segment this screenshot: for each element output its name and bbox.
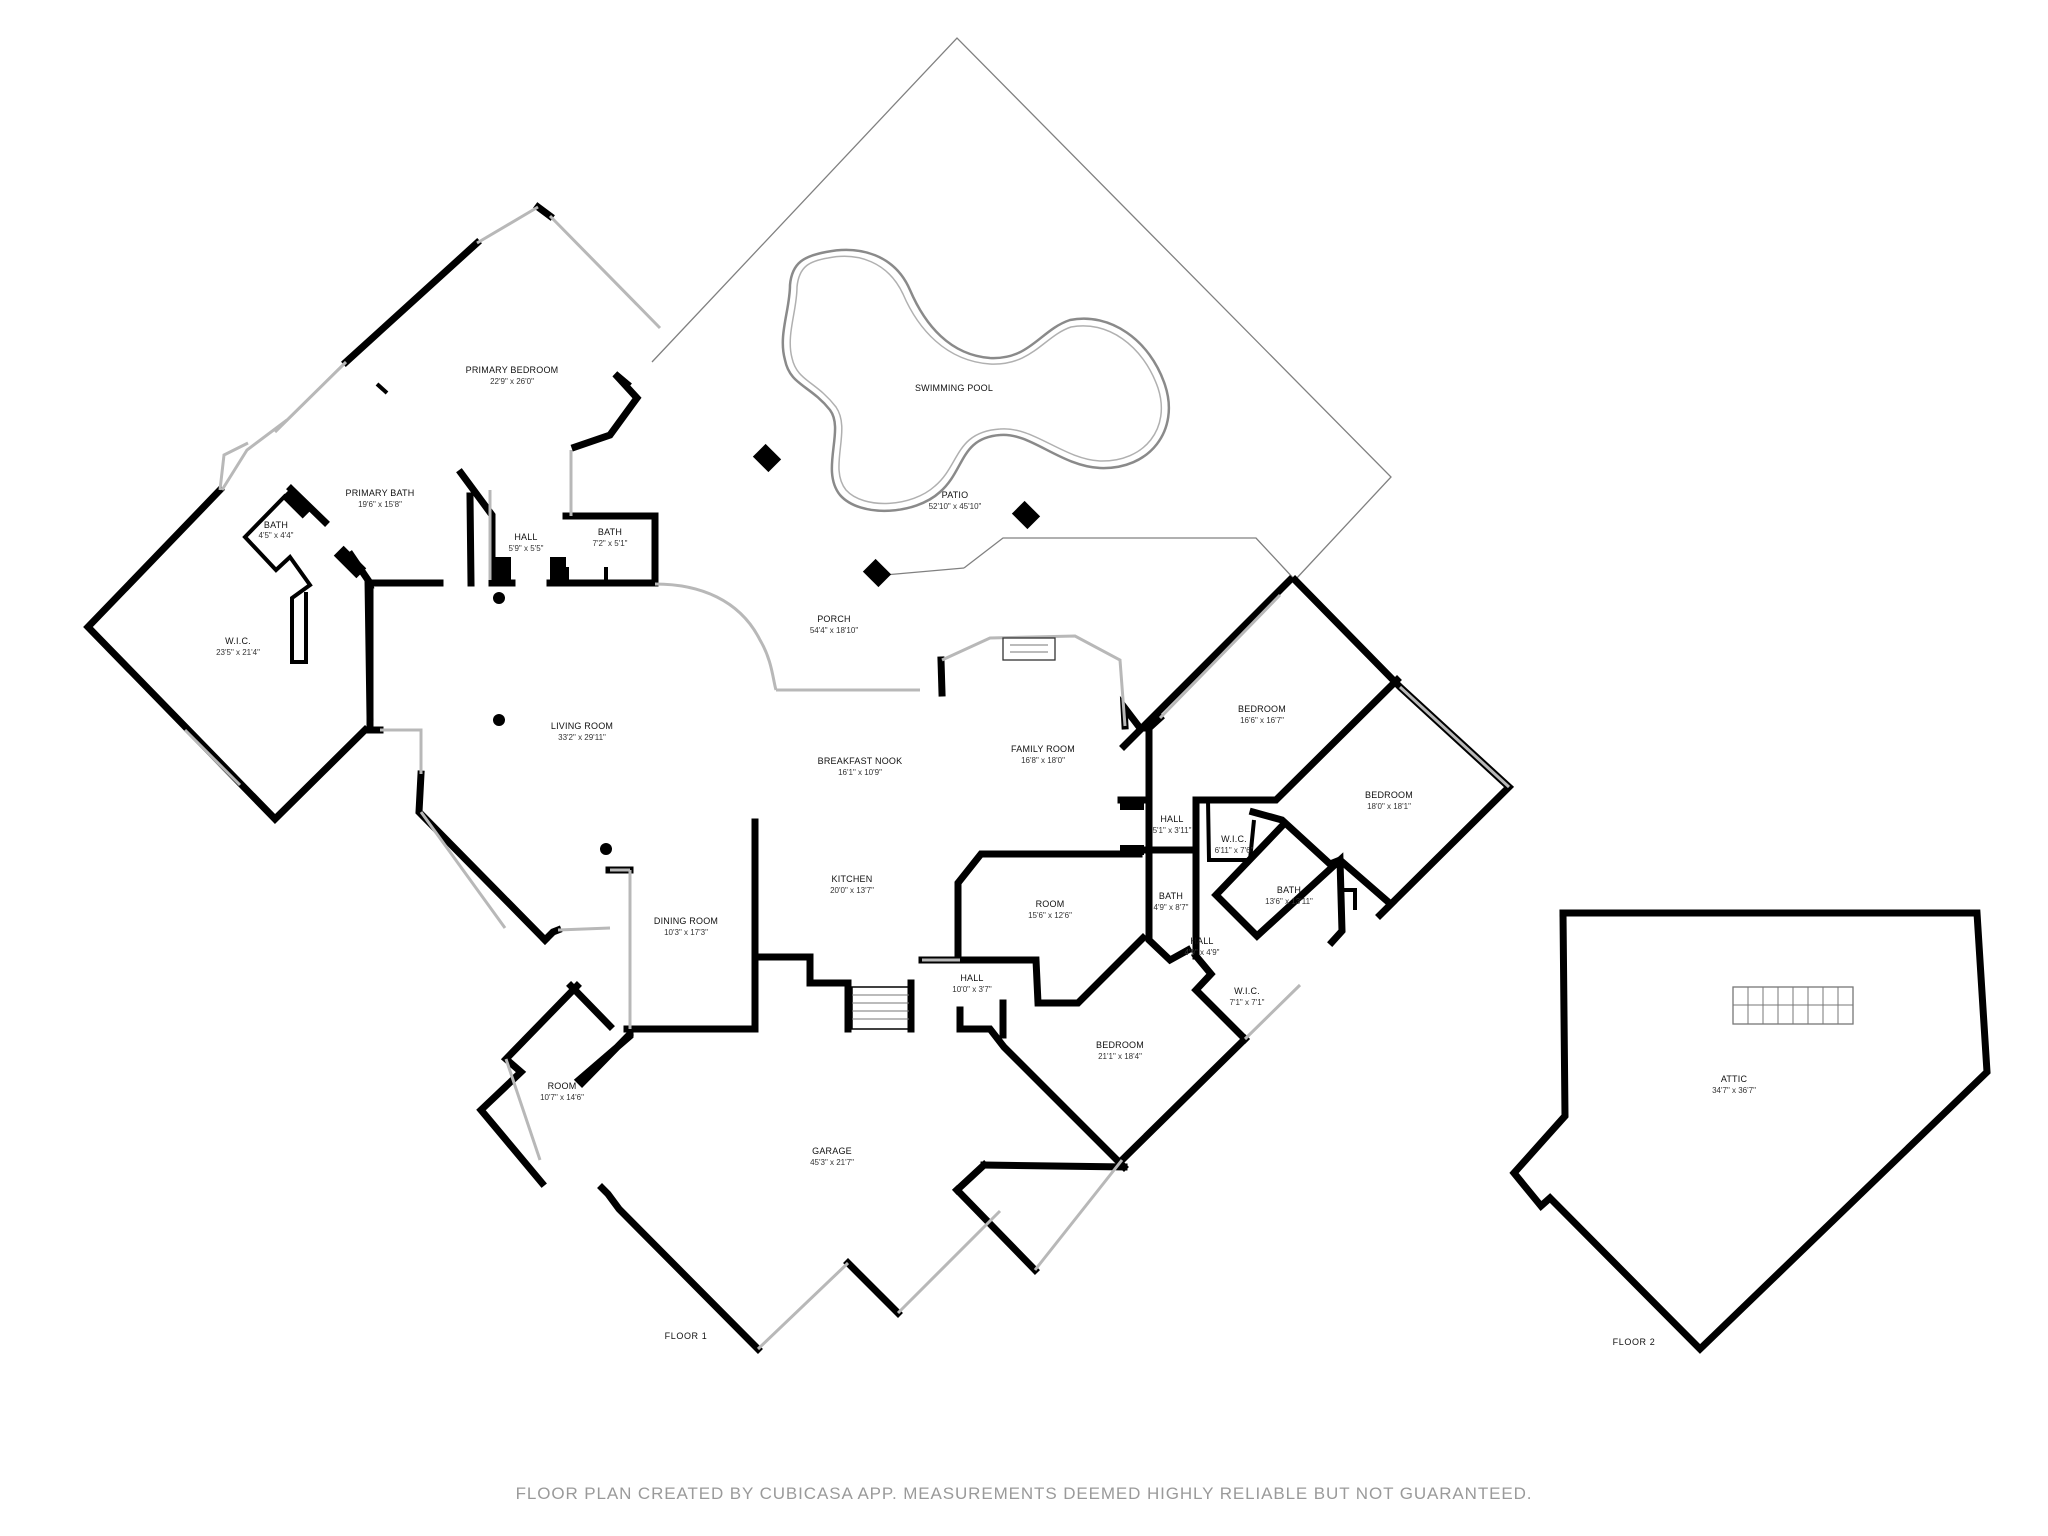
floor-1-label: FLOOR 1: [665, 1331, 708, 1341]
room-label-hall-4: HALL 10'0" x 3'7": [952, 973, 992, 994]
room-name: DINING ROOM: [654, 916, 718, 926]
patio-outline: [651, 37, 1392, 581]
room-label-bedroom-3: BEDROOM 21'1" x 18'4": [1096, 1040, 1144, 1061]
room-dimensions: 4'9" x 4'9": [1185, 948, 1220, 957]
room-name: ATTIC: [1721, 1074, 1748, 1084]
room-name: BATH: [1277, 885, 1301, 895]
room-dimensions: 10'0" x 3'7": [952, 985, 992, 994]
room-label-swimming-pool: SWIMMING POOL: [915, 383, 993, 393]
room-label-bedroom-2: BEDROOM 18'0" x 18'1": [1365, 790, 1413, 811]
floor-1-columns: [281, 443, 1041, 855]
room-name: KITCHEN: [832, 874, 873, 884]
room-label-primary-bedroom: PRIMARY BEDROOM 22'9" x 26'0": [466, 365, 559, 386]
room-dimensions: 19'6" x 15'8": [358, 500, 402, 509]
room-label-living-room: LIVING ROOM 33'2" x 29'11": [551, 721, 613, 742]
room-name: SWIMMING POOL: [915, 383, 993, 393]
room-name: BEDROOM: [1238, 704, 1286, 714]
room-label-bedroom-1: BEDROOM 16'6" x 16'7": [1238, 704, 1286, 725]
room-name: LIVING ROOM: [551, 721, 613, 731]
room-label-room-1: ROOM 15'6" x 12'6": [1028, 899, 1072, 920]
room-dimensions: 34'7" x 36'7": [1712, 1086, 1756, 1095]
room-dimensions: 16'1" x 10'9": [838, 768, 882, 777]
room-dimensions: 4'5" x 4'4": [259, 531, 294, 540]
room-label-attic: ATTIC 34'7" x 36'7": [1712, 1074, 1756, 1095]
room-name: BATH: [598, 527, 622, 537]
room-label-family-room: FAMILY ROOM 16'8" x 18'0": [1011, 744, 1075, 765]
room-dimensions: 21'1" x 18'4": [1098, 1052, 1142, 1061]
room-dimensions: 54'4" x 18'10": [810, 626, 858, 635]
disclaimer-footer: FLOOR PLAN CREATED BY CUBICASA APP. MEAS…: [515, 1484, 1533, 1503]
room-label-hall-1: HALL 5'9" x 5'5": [509, 532, 544, 553]
room-dimensions: 10'3" x 17'3": [664, 928, 708, 937]
room-dimensions: 7'1" x 7'1": [1230, 998, 1265, 1007]
room-name: BREAKFAST NOOK: [818, 756, 903, 766]
room-label-garage: GARAGE 45'3" x 21'7": [810, 1146, 854, 1167]
room-label-wic-2: W.I.C. 6'11" x 7'6": [1215, 834, 1254, 855]
room-name: PATIO: [942, 490, 969, 500]
room-name: W.I.C.: [225, 636, 251, 646]
room-name: HALL: [514, 532, 537, 542]
room-name: HALL: [1190, 936, 1213, 946]
room-label-bath-3: BATH 13'6" x 13'11": [1265, 885, 1313, 906]
room-dimensions: 45'3" x 21'7": [810, 1158, 854, 1167]
room-dimensions: 5'1" x 3'11": [1153, 826, 1192, 835]
swimming-pool: [781, 248, 1171, 513]
room-dimensions: 7'2" x 5'1": [593, 539, 628, 548]
room-label-wic-primary: W.I.C. 23'5" x 21'4": [216, 636, 260, 657]
room-label-porch: PORCH 54'4" x 18'10": [810, 614, 858, 635]
room-name: GARAGE: [812, 1146, 852, 1156]
room-name: PRIMARY BEDROOM: [466, 365, 559, 375]
room-dimensions: 13'6" x 13'11": [1265, 897, 1313, 906]
room-dimensions: 6'11" x 7'6": [1215, 846, 1254, 855]
room-label-bath-small: BATH 4'5" x 4'4": [259, 520, 294, 540]
floor-2-walls: [1509, 909, 1991, 1354]
room-label-bath-2: BATH 7'2" x 5'1": [593, 527, 628, 548]
room-label-dining-room: DINING ROOM 10'3" x 17'3": [654, 916, 718, 937]
room-label-breakfast-nook: BREAKFAST NOOK 16'1" x 10'9": [818, 756, 903, 777]
room-dimensions: 15'6" x 12'6": [1028, 911, 1072, 920]
room-name: W.I.C.: [1234, 986, 1260, 996]
room-dimensions: 33'2" x 29'11": [558, 733, 606, 742]
room-dimensions: 10'7" x 14'6": [540, 1093, 584, 1102]
room-label-patio: PATIO 52'10" x 45'10": [929, 490, 982, 511]
room-name: W.I.C.: [1221, 834, 1247, 844]
room-name: ROOM: [1036, 899, 1065, 909]
room-dimensions: 23'5" x 21'4": [216, 648, 260, 657]
room-dimensions: 22'9" x 26'0": [490, 377, 534, 386]
room-dimensions: 16'8" x 18'0": [1021, 756, 1065, 765]
room-name: FAMILY ROOM: [1011, 744, 1075, 754]
room-dimensions: 16'6" x 16'7": [1240, 716, 1284, 725]
room-dimensions: 4'9" x 8'7": [1154, 903, 1189, 912]
room-label-wic-3: W.I.C. 7'1" x 7'1": [1230, 986, 1265, 1007]
room-label-kitchen: KITCHEN 20'0" x 13'7": [830, 874, 874, 895]
floor-1-walls: [83, 202, 1515, 1354]
room-name: HALL: [1160, 814, 1183, 824]
room-name: ROOM: [548, 1081, 577, 1091]
room-label-hall-3: HALL 4'9" x 4'9": [1185, 936, 1220, 957]
room-dimensions: 5'9" x 5'5": [509, 544, 544, 553]
room-label-bath-4: BATH 4'9" x 8'7": [1154, 891, 1189, 912]
room-dimensions: 52'10" x 45'10": [929, 502, 982, 511]
floor-2-label: FLOOR 2: [1613, 1337, 1656, 1347]
room-dimensions: 18'0" x 18'1": [1367, 802, 1411, 811]
room-name: BATH: [1159, 891, 1183, 901]
room-name: BATH: [264, 520, 288, 530]
room-dimensions: 20'0" x 13'7": [830, 886, 874, 895]
room-label-hall-2: HALL 5'1" x 3'11": [1153, 814, 1192, 835]
floor-1-windows: [183, 205, 1511, 1351]
room-name: BEDROOM: [1365, 790, 1413, 800]
room-label-primary-bath: PRIMARY BATH 19'6" x 15'8": [346, 488, 415, 509]
room-name: PORCH: [817, 614, 851, 624]
room-name: PRIMARY BATH: [346, 488, 415, 498]
room-name: BEDROOM: [1096, 1040, 1144, 1050]
room-name: HALL: [960, 973, 983, 983]
room-label-room-2: ROOM 10'7" x 14'6": [540, 1081, 584, 1102]
fireplace: [1002, 637, 1056, 661]
